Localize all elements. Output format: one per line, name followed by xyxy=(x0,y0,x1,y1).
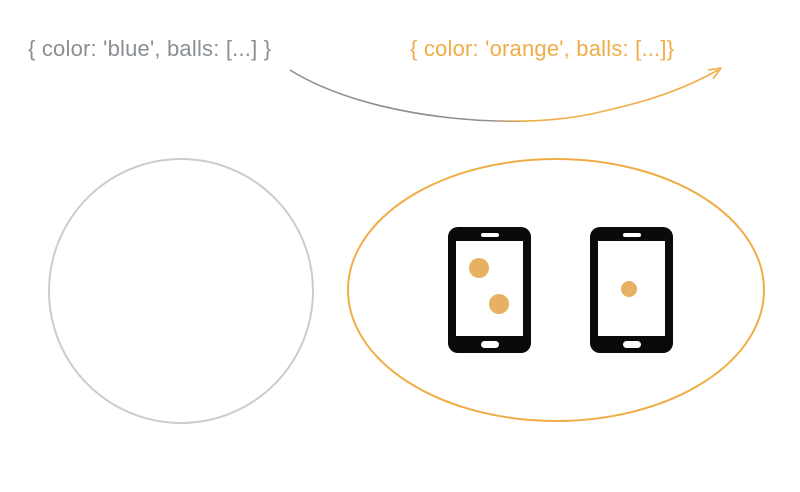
right-state-label: { color: 'orange', balls: [...]} xyxy=(410,36,675,61)
transition-arc xyxy=(289,69,719,122)
group-ellipse xyxy=(347,158,765,422)
empty-group-circle xyxy=(48,158,314,424)
phone-speaker xyxy=(481,233,499,237)
ball xyxy=(621,281,637,297)
phone-home-button xyxy=(481,341,499,348)
ball xyxy=(489,294,509,314)
arrow-head-icon xyxy=(707,67,722,80)
left-state-label: { color: 'blue', balls: [...] } xyxy=(28,36,272,61)
phone-1 xyxy=(448,227,531,353)
phone-home-button xyxy=(623,341,641,348)
ball xyxy=(469,258,489,278)
phone-speaker xyxy=(623,233,641,237)
phone-2 xyxy=(590,227,673,353)
